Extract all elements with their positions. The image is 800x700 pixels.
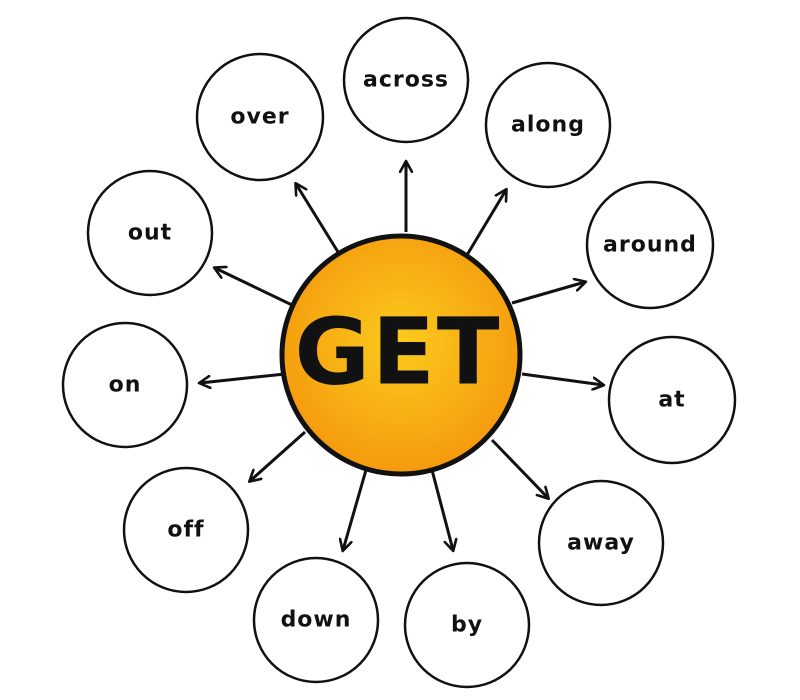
node-over: over [195,52,325,182]
node-across: across [342,16,470,144]
node-down: down [252,556,380,684]
node-by: by [403,561,531,689]
node-label: around [603,233,697,258]
arrow-by [430,469,453,550]
node-label: by [451,613,483,638]
node-out: out [86,169,214,297]
center-node: GET [279,233,523,477]
node-label: down [281,608,352,633]
node-label: at [658,388,685,413]
node-around: around [585,180,715,310]
node-away: away [537,479,665,607]
node-at: at [607,335,737,465]
center-label: GET [294,299,501,406]
arrow-off [250,430,306,481]
arrow-along [465,190,506,256]
arrow-on [200,372,286,383]
arrow-around [511,282,585,305]
node-circle [537,479,665,607]
node-circle [61,321,189,449]
node-circle [607,335,737,465]
center-circle [279,233,523,477]
arrow-away [490,438,548,498]
node-circle [122,466,250,594]
arrow-over [296,184,340,253]
node-circle [403,561,531,689]
node-circle [585,180,715,310]
node-along: along [484,61,612,189]
node-label: over [230,105,289,130]
arrows [200,162,603,550]
node-circle [252,556,380,684]
node-label: along [511,113,585,138]
node-label: away [567,531,635,556]
node-circle [484,61,612,189]
nodes: across along around at away by down off on out ove… [61,16,737,689]
arrow-at [521,372,603,385]
node-circle [342,16,470,144]
node-label: out [128,221,172,246]
arrow-down [343,469,368,550]
node-label: off [167,518,204,543]
node-label: across [363,68,449,93]
node-label: on [109,373,142,398]
node-circle [86,169,214,297]
arrow-out [215,268,293,307]
node-on: on [61,321,189,449]
node-off: off [122,466,250,594]
node-circle [195,52,325,182]
